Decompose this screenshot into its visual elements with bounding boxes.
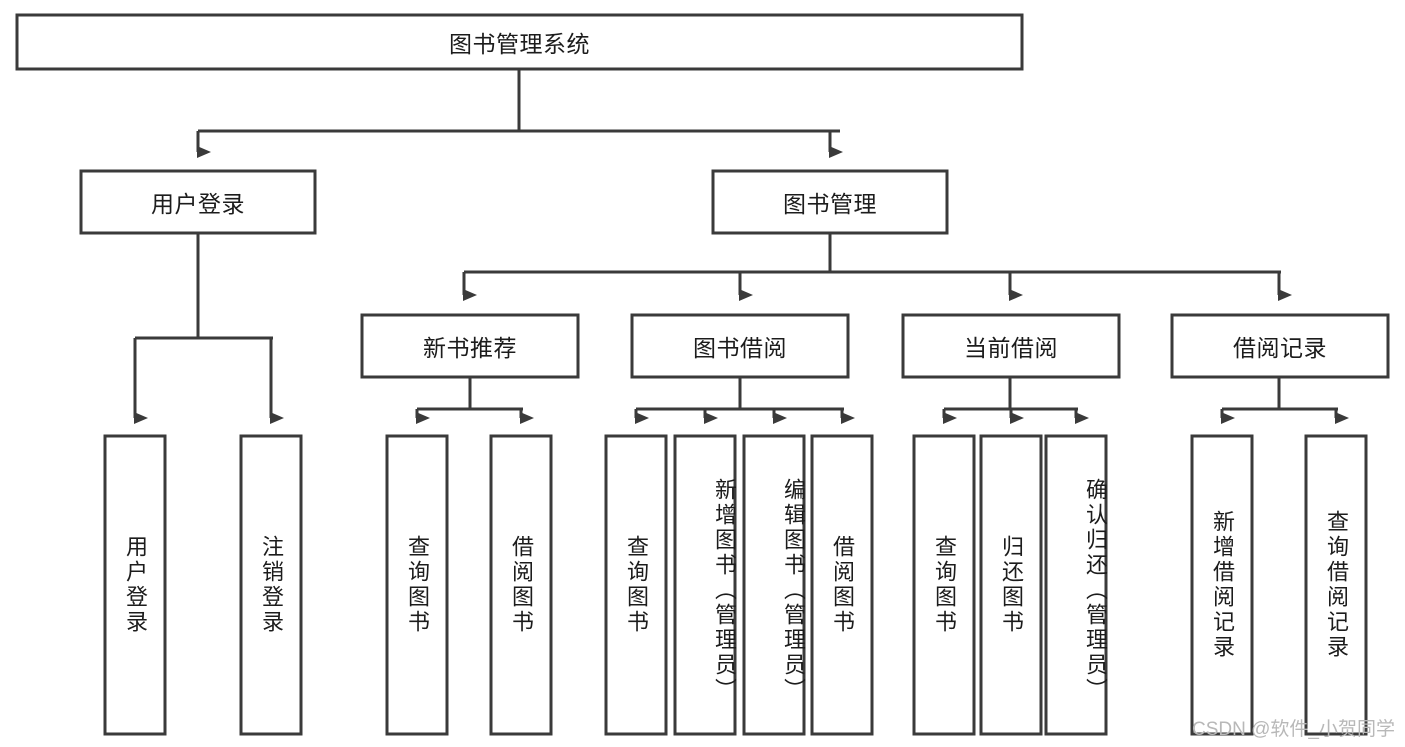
node-label-leaf-7: 借阅图书	[830, 535, 855, 635]
node-box-book-borrow[interactable]	[630, 313, 850, 379]
connector-root-to-level2	[196, 69, 843, 158]
node-box-leaf-11[interactable]	[1190, 434, 1254, 736]
connector-bookborrow-to-leaves	[634, 377, 855, 424]
connector-bookmgmt-to-level3	[462, 233, 1292, 301]
node-box-new-book-recommend[interactable]	[360, 313, 580, 379]
connector-userlogin-to-leaves	[133, 233, 284, 424]
node-label-new-book-recommend: 新书推荐	[423, 335, 517, 361]
node-label-leaf-8: 查询图书	[932, 535, 957, 635]
node-box-leaf-1[interactable]	[239, 434, 303, 736]
node-label-leaf-4: 查询图书	[624, 535, 649, 635]
node-label-leaf-3: 借阅图书	[509, 535, 534, 635]
node-box-leaf-10[interactable]	[1044, 434, 1108, 736]
node-box-borrow-record[interactable]	[1170, 313, 1390, 379]
node-label-user-login: 用户登录	[151, 191, 245, 217]
node-label-leaf-0: 用户登录	[123, 535, 148, 635]
node-box-current-borrow[interactable]	[901, 313, 1121, 379]
node-box-leaf-0[interactable]	[103, 434, 167, 736]
node-box-leaf-2[interactable]	[385, 434, 449, 736]
node-box-leaf-8[interactable]	[912, 434, 976, 736]
connector-newbook-to-leaves	[415, 377, 534, 424]
node-box-leaf-3[interactable]	[489, 434, 553, 736]
node-label-leaf-1: 注销登录	[259, 535, 284, 635]
node-label-leaf-6: 编辑图书（管理员）	[781, 477, 806, 703]
node-label-leaf-10: 确认归还（管理员）	[1083, 477, 1108, 703]
connector-currentborrow-to-leaves	[942, 377, 1089, 424]
node-label-leaf-2: 查询图书	[405, 535, 430, 635]
node-box-leaf-6[interactable]	[742, 434, 806, 736]
csdn-watermark: CSDN @软件_小贺同学	[1192, 719, 1395, 740]
node-label-current-borrow: 当前借阅	[964, 335, 1058, 361]
connector-borrowrecord-to-leaves	[1220, 377, 1349, 424]
node-box-leaf-7[interactable]	[810, 434, 874, 736]
node-label-borrow-record: 借阅记录	[1233, 335, 1327, 361]
node-box-leaf-5[interactable]	[673, 434, 737, 736]
node-label-leaf-12: 查询借阅记录	[1324, 510, 1349, 660]
node-label-leaf-5: 新增图书（管理员）	[712, 477, 737, 703]
node-box-leaf-12[interactable]	[1304, 434, 1368, 736]
node-box-user-login[interactable]	[79, 169, 317, 235]
node-box-leaf-4[interactable]	[604, 434, 668, 736]
node-box-leaf-9[interactable]	[979, 434, 1043, 736]
node-box-book-management[interactable]	[711, 169, 949, 235]
node-box-root[interactable]	[15, 13, 1024, 71]
node-label-root: 图书管理系统	[449, 31, 590, 57]
node-label-book-management: 图书管理	[783, 191, 877, 217]
node-label-leaf-11: 新增借阅记录	[1210, 510, 1235, 660]
node-label-book-borrow: 图书借阅	[693, 335, 787, 361]
node-label-leaf-9: 归还图书	[999, 535, 1024, 635]
